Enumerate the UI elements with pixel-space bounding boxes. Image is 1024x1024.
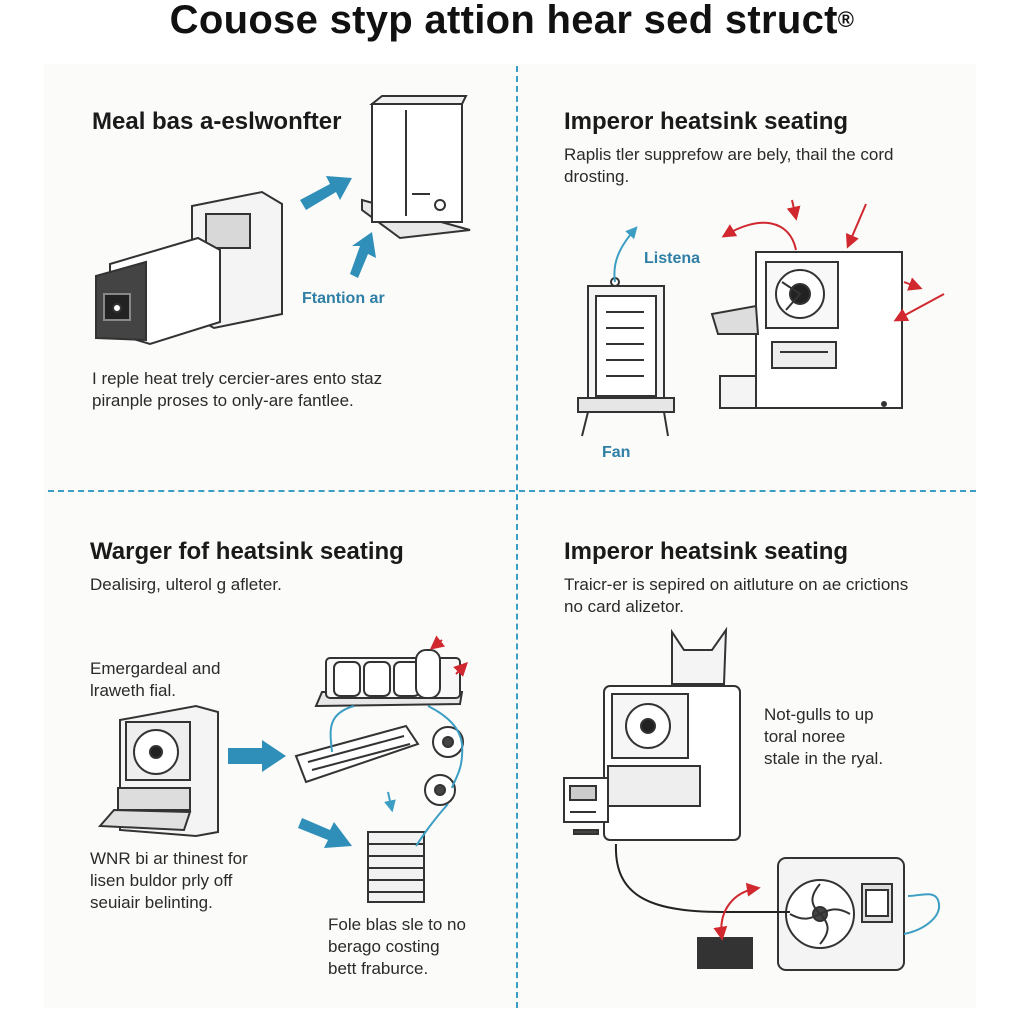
heat-arrows [721, 199, 945, 322]
panel2-intro: Raplis tler supprefow are bely, thail th… [564, 144, 964, 188]
panel1-heading: Meal bas a-eslwonfter [92, 108, 342, 135]
panel2-intro-line: drosting. [564, 167, 630, 186]
panel4-blue-cable [903, 893, 941, 935]
panel3-red-arrows [429, 635, 468, 677]
small-fan-icons [424, 726, 464, 806]
panel4-note-line: Not-gulls to up [764, 705, 874, 724]
cooler-unit-icon [314, 649, 464, 708]
panel4-intro-line: Traicr-er is sepired on aitluture on ae … [564, 575, 909, 594]
panel4-note-line: toral noree [764, 727, 846, 746]
panel3-note-b: WNR bi ar thinest for lisen buldor prly … [90, 848, 248, 914]
external-fan-unit-icon [777, 857, 905, 971]
registered-mark: ® [837, 7, 855, 32]
panel4-intro: Traicr-er is sepired on aitluture on ae … [564, 574, 964, 618]
title-text: Couose styp attion hear sed struct [169, 0, 838, 42]
panel2-label-listena: Listena [644, 250, 701, 267]
panel3-note-b-line: WNR bi ar thinest for [90, 849, 248, 868]
panel3-note-a: Emergardeal and lraweth fial. [90, 658, 220, 702]
fan-tower-icon [577, 277, 675, 437]
panel3-note-c-line: berago costing [328, 937, 440, 956]
panel3-note-c-line: Fole blas sle to no [328, 915, 466, 934]
panel3-note-b-line: seuiair belinting. [90, 893, 213, 912]
panel4-red-arrow [713, 882, 761, 941]
panel3-note-a-line: lraweth fial. [90, 681, 176, 700]
vertical-divider [516, 66, 518, 1008]
panel3-note-c: Fole blas sle to no berago costing bett … [328, 914, 466, 980]
panel4-note-line: stale in the ryal. [764, 749, 884, 768]
panel2-intro-line: Raplis tler supprefow are bely, thail th… [564, 145, 894, 164]
connector-block-icon [697, 937, 753, 969]
case-with-fan-icon [710, 251, 903, 409]
panel1-label: Ftantion ar [302, 290, 385, 307]
panel3-note-b-line: lisen buldor prly off [90, 871, 233, 890]
panel3-intro: Dealisirg, ulterol g afleter. [90, 575, 282, 594]
panel2-label-fan: Fan [602, 444, 631, 461]
power-supply-icon [95, 190, 283, 346]
tower-case-icon [361, 95, 471, 240]
panel4-note: Not-gulls to up toral noree stale in the… [764, 704, 883, 770]
horizontal-divider [48, 490, 976, 492]
panel2-heading: Imperor heatsink seating [564, 108, 849, 135]
panel3-note-c-line: bett fraburce. [328, 959, 429, 978]
heatsink-stack-icon [367, 831, 425, 903]
workstation-case-icon [563, 626, 741, 841]
down-arrow-small [384, 791, 396, 813]
page-title: Couose styp attion hear sed struct® [0, 0, 1024, 44]
panel4-cables [614, 843, 790, 913]
panel4-intro-line: no card alizetor. [564, 597, 685, 616]
panel3-note-a-line: Emergardeal and [90, 659, 221, 678]
panel1-body: I reple heat trely cercier-ares ento sta… [92, 368, 492, 412]
keyboard-icon [294, 724, 420, 784]
panel4-heading: Imperor heatsink seating [564, 538, 849, 565]
panel1-body-line: I reple heat trely cercier-ares ento sta… [92, 369, 383, 388]
panel1-body-line: piranple proses to only-are fantlee. [92, 391, 354, 410]
blue-arrows-panel3 [228, 740, 352, 848]
panel3-heading: Warger fof heatsink seating [90, 538, 404, 565]
listena-arrow [613, 226, 638, 283]
panel3-connector-lines [329, 705, 464, 847]
desktop-computer-icon [97, 704, 219, 838]
airflow-arrows [300, 176, 376, 278]
